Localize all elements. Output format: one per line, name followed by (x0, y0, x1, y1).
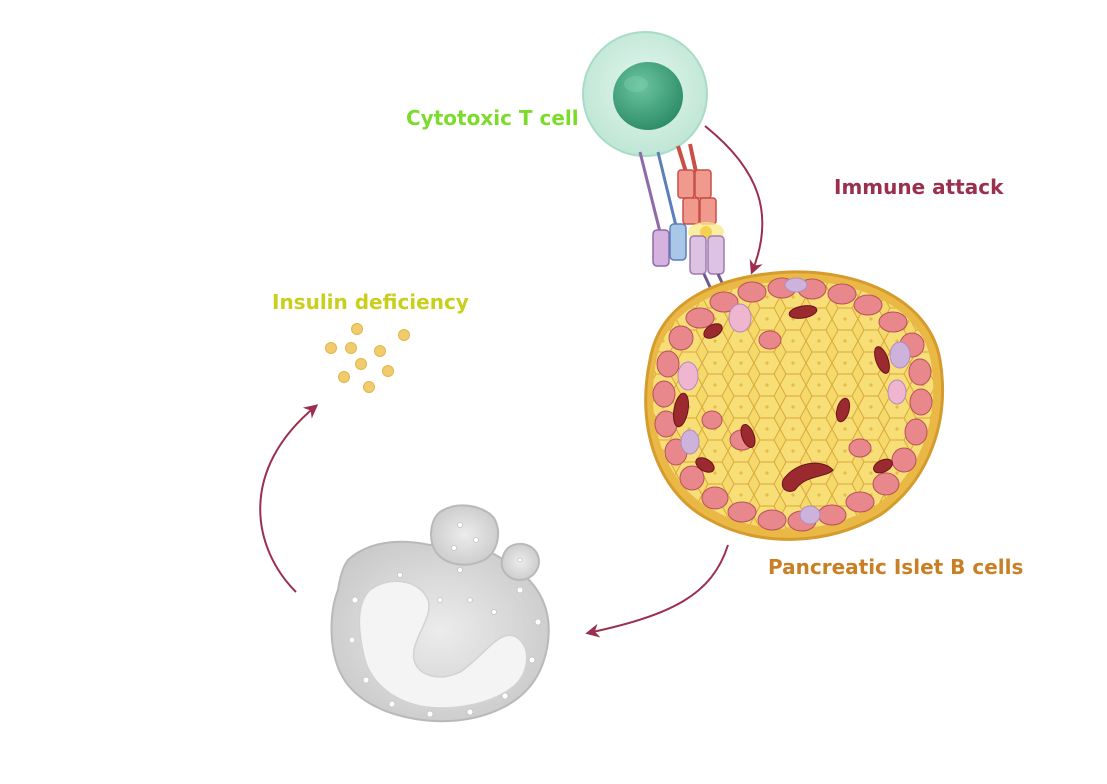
deficiency-arrow (259, 404, 319, 593)
insulin-deficiency-label: Insulin deficiency (272, 290, 469, 314)
t-cell-icon (582, 31, 708, 157)
insulin-granule-icon (325, 323, 410, 393)
cytotoxic-t-cell-label: Cytotoxic T cell (406, 106, 579, 130)
immune-attack-label: Immune attack (834, 175, 1004, 199)
destruction-arrow (585, 544, 729, 638)
pancreatic-islet-icon (644, 270, 944, 541)
dead-cell-icon (330, 504, 550, 723)
tcr-receptor-icon (638, 143, 732, 301)
pancreatic-islet-label: Pancreatic Islet B cells (768, 555, 1024, 579)
immune-attack-arrow (704, 125, 764, 275)
